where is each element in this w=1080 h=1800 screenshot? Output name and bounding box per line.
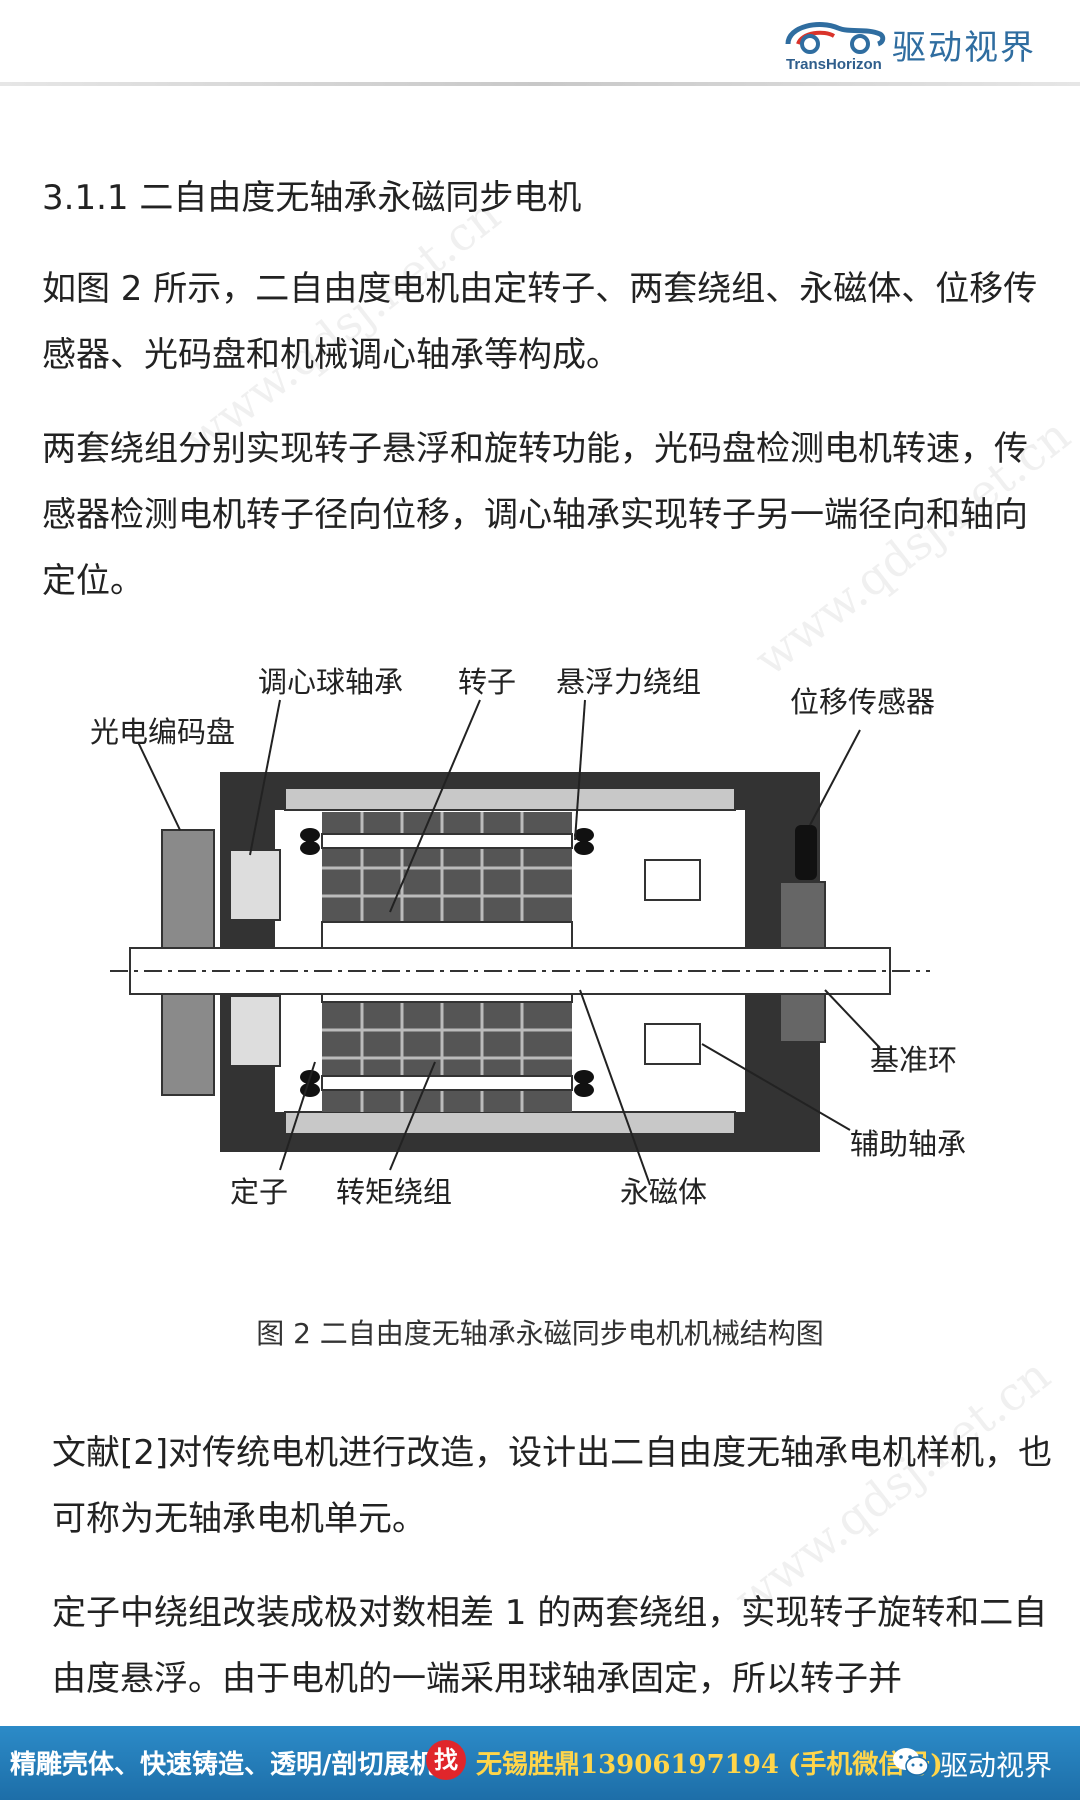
label-stator: 定子 (230, 1175, 288, 1209)
label-spherical-bearing: 调心球轴承 (258, 665, 403, 699)
logo-english-name: TransHorizon (786, 56, 882, 73)
stator-lower (321, 1002, 573, 1112)
label-rotor: 转子 (458, 665, 516, 699)
aux-bearing-upper (644, 859, 701, 901)
winding-ends (300, 828, 594, 1097)
paragraph: 如图 2 所示，二自由度电机由定转子、两套绕组、永磁体、位移传感器、光码盘和机械… (42, 269, 1038, 375)
stator-upper (321, 812, 573, 922)
footer-brand: 驱动视界 (940, 1749, 1053, 1782)
wechat-icon (893, 1748, 929, 1776)
car-swirl-icon (785, 22, 886, 54)
ad-contact: 无锡胜鼎13906197194 (手机微信号) (476, 1750, 943, 1780)
spherical-bearing-lower (229, 995, 281, 1067)
motor-structure-figure: 光电编码盘 调心球轴承 转子 悬浮力绕组 位移传感器 基准环 辅助轴承 定子 转… (90, 650, 990, 1260)
ad-text: 精雕壳体、快速铸造、透明/剖切展机 (10, 1750, 436, 1780)
spherical-bearing-upper (229, 849, 281, 921)
label-torque-winding: 转矩绕组 (336, 1175, 452, 1209)
paragraph: 两套绕组分别实现转子悬浮和旋转功能，光码盘检测电机转速，传感器检测电机转子径向位… (42, 429, 1028, 601)
label-displacement-sensor: 位移传感器 (790, 685, 935, 719)
bottom-frame (284, 1111, 736, 1135)
label-permanent-magnet: 永磁体 (620, 1175, 707, 1209)
label-reference-ring: 基准环 (870, 1043, 957, 1077)
brand-logo[interactable]: TransHorizon 驱动视界 (780, 14, 1050, 74)
logo-chinese-name: 驱动视界 (892, 28, 1036, 68)
label-encoder: 光电编码盘 (90, 715, 235, 749)
ad-banner[interactable]: 精雕壳体、快速铸造、透明/剖切展机 找 无锡胜鼎13906197194 (手机微… (0, 1726, 1080, 1800)
paragraph: 定子中绕组改装成极对数相差 1 的两套绕组，实现转子旋转和二自由度悬浮。由于电机… (52, 1593, 1048, 1699)
motor-structure-diagram: 光电编码盘 调心球轴承 转子 悬浮力绕组 位移传感器 基准环 辅助轴承 定子 转… (90, 665, 966, 1209)
section-heading: 3.1.1 二自由度无轴承永磁同步电机 (42, 178, 582, 218)
aux-bearing-lower (644, 1023, 701, 1065)
leader-lines (137, 699, 881, 1186)
find-badge: 找 (426, 1740, 466, 1780)
top-frame (284, 787, 736, 811)
paragraph: 文献[2]对传统电机进行改造，设计出二自由度无轴承电机样机，也可称为无轴承电机单… (52, 1433, 1053, 1539)
displacement-sensor (795, 825, 817, 880)
header-divider (0, 82, 1080, 86)
page-header: TransHorizon 驱动视界 (0, 0, 1080, 86)
label-suspension-winding: 悬浮力绕组 (556, 665, 701, 699)
figure-caption: 图 2 二自由度无轴承永磁同步电机机械结构图 (256, 1317, 824, 1350)
label-auxiliary-bearing: 辅助轴承 (850, 1127, 966, 1161)
